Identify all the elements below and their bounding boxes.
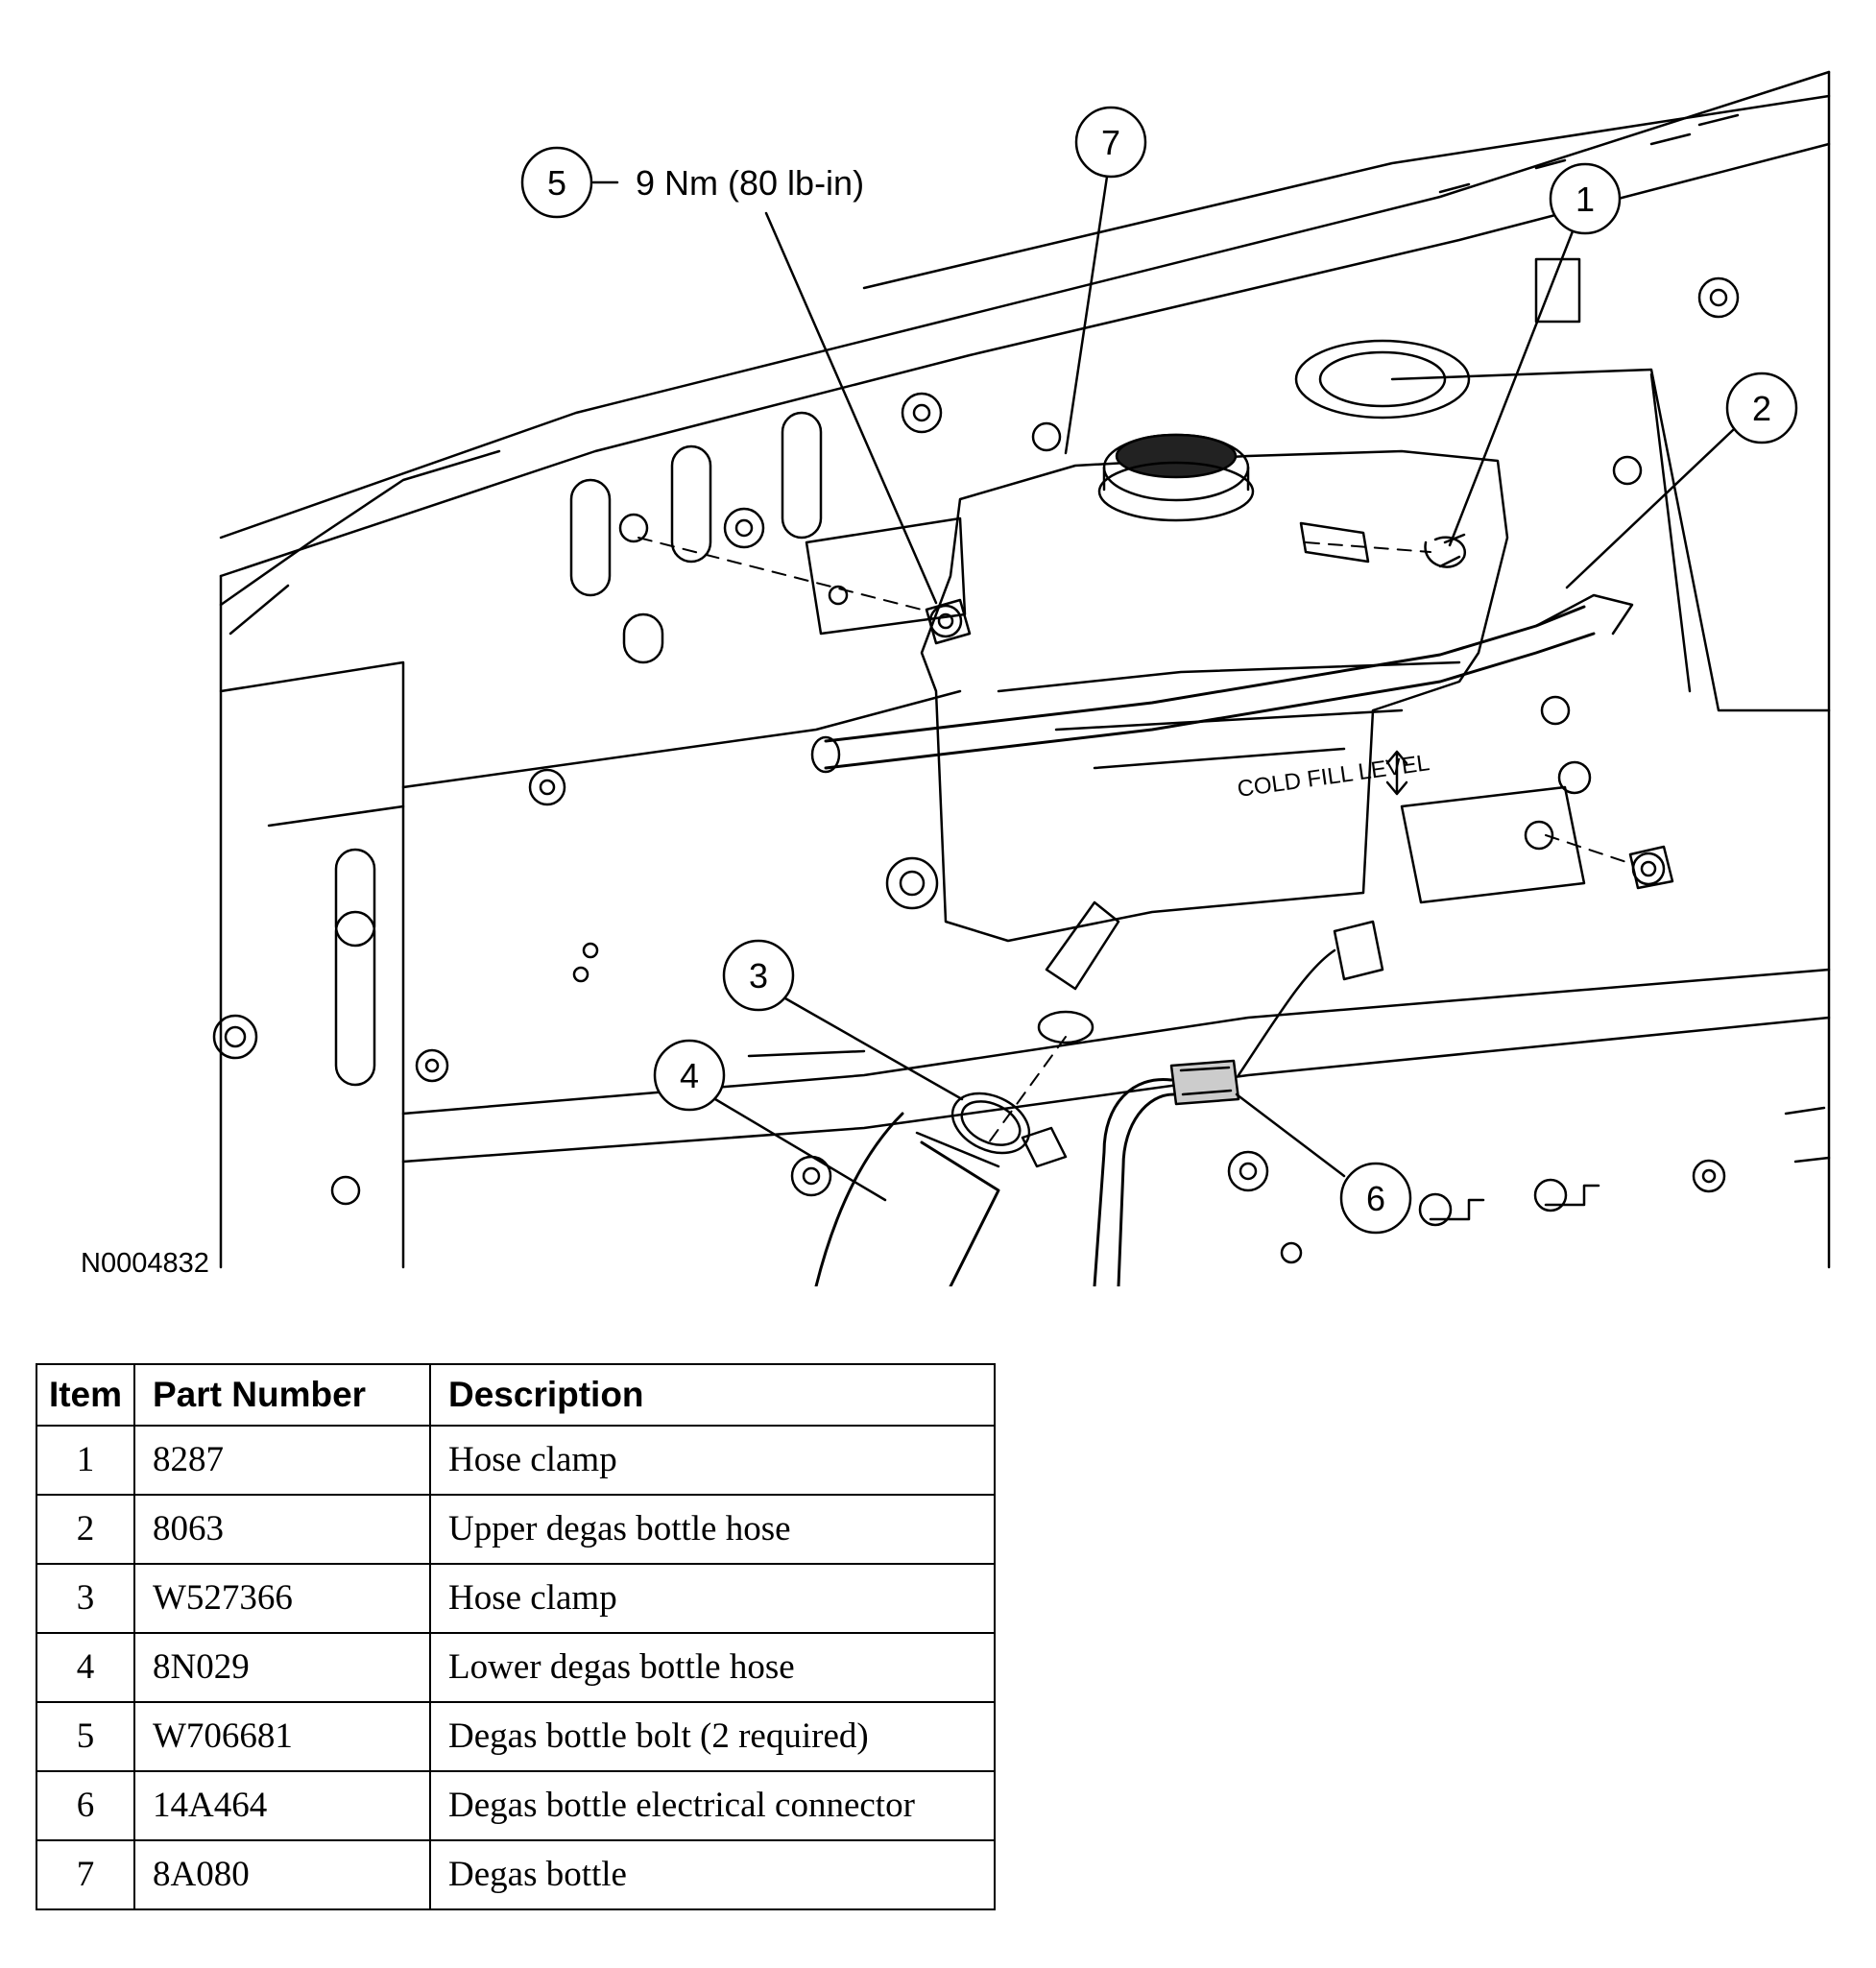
cell-item: 2 — [36, 1494, 135, 1565]
cell-part-number: 8A080 — [133, 1839, 431, 1910]
upper-degas-bottle-hose — [810, 593, 1634, 774]
cell-description: Degas bottle bolt (2 required) — [429, 1701, 996, 1772]
svg-text:1: 1 — [1575, 180, 1595, 219]
callout-3: 3 — [722, 939, 964, 1101]
svg-text:2: 2 — [1752, 389, 1771, 428]
cell-part-number: 8063 — [133, 1494, 431, 1565]
cell-item: 3 — [36, 1563, 135, 1634]
cell-item: 6 — [36, 1770, 135, 1841]
hose-clamp-item-3 — [950, 1092, 1068, 1168]
header-item: Item — [36, 1363, 135, 1427]
cell-part-number: 8287 — [133, 1425, 431, 1496]
table-row: 7 8A080 Degas bottle — [36, 1839, 996, 1910]
parts-table: Item Part Number Description 1 8287 Hose… — [36, 1363, 996, 1910]
callout-4: 4 — [653, 1039, 887, 1202]
figure-id: N0004832 — [81, 1248, 209, 1279]
cell-description: Degas bottle — [429, 1839, 996, 1910]
lower-degas-bottle-hose — [814, 1112, 1000, 1286]
cell-description: Upper degas bottle hose — [429, 1494, 996, 1565]
table-row: 4 8N029 Lower degas bottle hose — [36, 1632, 996, 1703]
table-row: 6 14A464 Degas bottle electrical connect… — [36, 1770, 996, 1841]
callout-2: 2 — [1565, 372, 1798, 589]
cell-item: 5 — [36, 1701, 135, 1772]
electrical-connector-item-6 — [1093, 920, 1384, 1286]
torque-specification: 9 Nm (80 lb-in) — [636, 163, 864, 203]
table-header-row: Item Part Number Description — [36, 1363, 996, 1427]
table-row: 5 W706681 Degas bottle bolt (2 required) — [36, 1701, 996, 1772]
cell-part-number: W706681 — [133, 1701, 431, 1772]
table-row: 1 8287 Hose clamp — [36, 1425, 996, 1496]
callout-5: 5 — [520, 146, 938, 605]
svg-text:7: 7 — [1101, 123, 1120, 162]
svg-text:4: 4 — [680, 1056, 699, 1095]
degas-bottle-illustration — [805, 433, 1586, 1044]
table-row: 2 8063 Upper degas bottle hose — [36, 1494, 996, 1565]
exploded-view-diagram: COLD FILL LEVEL — [212, 70, 1831, 1286]
hose-clamp-item-1 — [1424, 533, 1466, 568]
cell-description: Hose clamp — [429, 1425, 996, 1496]
cell-description: Lower degas bottle hose — [429, 1632, 996, 1703]
cell-item: 7 — [36, 1839, 135, 1910]
radiator-support-structure — [212, 70, 1831, 1269]
table-row: 3 W527366 Hose clamp — [36, 1563, 996, 1634]
callout-1: 1 — [1448, 162, 1622, 547]
callout-6: 6 — [1235, 1092, 1412, 1235]
svg-text:6: 6 — [1366, 1179, 1385, 1218]
header-description: Description — [429, 1363, 996, 1427]
callout-7: 7 — [1064, 106, 1147, 455]
svg-text:5: 5 — [547, 163, 566, 203]
cell-item: 1 — [36, 1425, 135, 1496]
installation-dash-lines — [637, 537, 1633, 1143]
cell-part-number: 14A464 — [133, 1770, 431, 1841]
cell-part-number: W527366 — [133, 1563, 431, 1634]
cell-item: 4 — [36, 1632, 135, 1703]
cell-description: Degas bottle electrical connector — [429, 1770, 996, 1841]
degas-bottle-bolts — [925, 598, 1674, 890]
header-part-number: Part Number — [133, 1363, 431, 1427]
svg-text:3: 3 — [749, 956, 768, 996]
cell-description: Hose clamp — [429, 1563, 996, 1634]
cell-part-number: 8N029 — [133, 1632, 431, 1703]
cold-fill-level-marking: COLD FILL LEVEL — [1236, 750, 1431, 803]
